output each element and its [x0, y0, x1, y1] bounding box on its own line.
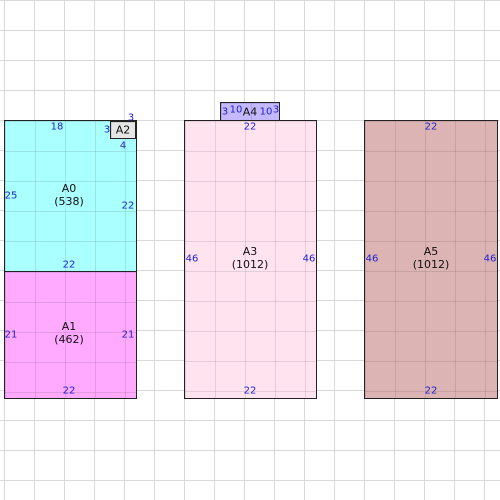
rect-a2[interactable] — [110, 121, 136, 139]
rect-a3-dim-left: 46 — [185, 253, 199, 265]
rect-a3-label: A3 (1012) — [232, 245, 269, 271]
rect-a3-dim-bottom: 22 — [243, 385, 257, 397]
rect-a3[interactable] — [184, 120, 317, 399]
rect-a0[interactable] — [4, 120, 137, 272]
rect-a0-dim-bottom: 22 — [62, 259, 76, 271]
rect-a4-dim-left-a: 3 — [221, 106, 229, 118]
rect-a4-dim-right-b: 3 — [272, 104, 280, 116]
rect-a0-dim-right: 22 — [121, 200, 135, 212]
rect-a5-dim-right: 46 — [483, 253, 497, 265]
rect-a1-name: A1 — [61, 320, 77, 333]
rect-a4-name: A4 — [242, 105, 258, 119]
rect-a0-dim-top: 18 — [50, 121, 64, 133]
rect-a4[interactable] — [220, 102, 280, 121]
rect-a1-area: (462) — [54, 333, 84, 346]
rect-a3-area: (1012) — [231, 258, 269, 271]
rect-a1-dim-bottom: 22 — [62, 385, 76, 397]
rect-a5-label: A5 (1012) — [413, 245, 450, 271]
rect-a5-dim-top: 22 — [424, 121, 438, 133]
rect-a5[interactable] — [364, 120, 498, 399]
rect-a0-dim-left: 25 — [4, 190, 18, 202]
rect-a0-label: A0 (538) — [54, 182, 84, 208]
rect-a1-label: A1 (462) — [54, 320, 84, 346]
rect-a4-dim-right-a: 10 — [259, 106, 273, 118]
rect-a3-name: A3 — [242, 245, 258, 258]
rect-a5-dim-bottom: 22 — [424, 385, 438, 397]
rect-a5-dim-left: 46 — [365, 253, 379, 265]
rect-a0-area: (538) — [54, 195, 84, 208]
rect-a1-dim-right: 21 — [121, 329, 135, 341]
rect-a2-name: A2 — [115, 123, 131, 137]
rect-a2-dim-top: 3 — [127, 112, 135, 124]
rect-a2-dim-left: 3 — [103, 124, 111, 136]
rect-a3-dim-top: 22 — [243, 121, 257, 133]
rect-a2-dim-bottom: 4 — [119, 140, 127, 152]
rect-a5-area: (1012) — [412, 258, 450, 271]
rect-a1-dim-left: 21 — [4, 329, 18, 341]
rect-a3-dim-right: 46 — [302, 253, 316, 265]
rect-a5-name: A5 — [423, 245, 439, 258]
rect-a4-dim-left-b: 10 — [229, 104, 243, 116]
rect-a1[interactable] — [4, 271, 137, 399]
rect-a0-name: A0 — [61, 182, 77, 195]
